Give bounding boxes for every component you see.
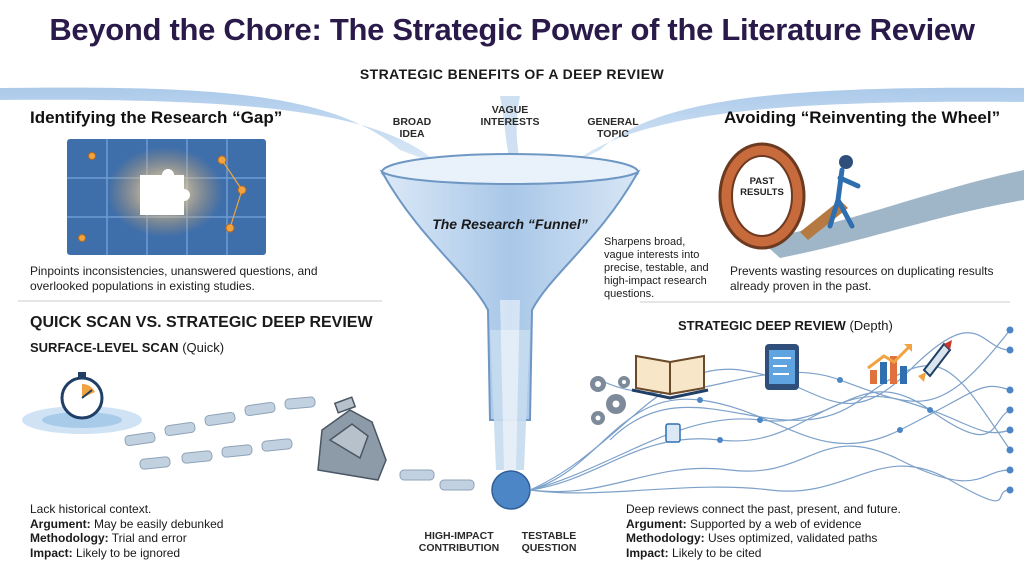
deep-review-line: Impact: Likely to be cited <box>626 545 762 560</box>
deep-review-list: Deep reviews connect the past, present, … <box>626 502 966 560</box>
growth-chart-illustration <box>867 344 912 384</box>
rocket-illustration <box>918 340 952 382</box>
deep-review-line: Argument: Supported by a web of evidence <box>626 516 862 531</box>
quick-scan-line: Methodology: Trial and error <box>30 531 187 545</box>
gears <box>590 376 630 425</box>
gap-heading: Identifying the Research “Gap” <box>30 108 283 127</box>
wheel-description: Prevents wasting resources on duplicatin… <box>730 264 994 293</box>
stream-middle <box>500 96 520 162</box>
book-illustration <box>631 354 709 400</box>
deep-review-heading-bold: STRATEGIC DEEP REVIEW <box>678 318 846 333</box>
quick-scan-line: Impact: Likely to be ignored <box>30 545 181 560</box>
deep-review-line: Methodology: Uses optimized, validated p… <box>626 531 878 545</box>
funnel-note: Sharpens broad, vague interests into pre… <box>604 236 709 300</box>
stepping-stones <box>124 396 475 491</box>
main-title: Beyond the Chore: The Strategic Power of… <box>49 12 975 47</box>
deep-review-heading: STRATEGIC DEEP REVIEW (Depth) <box>678 318 893 333</box>
wheel-illustration <box>718 142 1024 258</box>
quick-scan-heading-rest: (Quick) <box>182 340 225 355</box>
stream-right <box>570 87 1024 165</box>
funnel-label: The Research “Funnel” <box>432 216 588 232</box>
quick-scan-line: Argument: May be easily debunked <box>30 516 224 531</box>
subtitle: STRATEGIC BENEFITS OF A DEEP REVIEW <box>359 66 665 82</box>
broken-wall <box>317 396 387 481</box>
funnel-graphic <box>379 153 641 510</box>
funnel-input-broad-idea: BROAD IDEA <box>392 116 432 140</box>
stopwatch-illustration <box>22 372 142 434</box>
gap-description: Pinpoints inconsistencies, unanswered qu… <box>30 264 318 293</box>
wheel-heading: Avoiding “Reinventing the Wheel” <box>724 108 1001 127</box>
stream-left <box>0 87 440 165</box>
deep-review-line: Deep reviews connect the past, present, … <box>626 502 901 516</box>
quick-scan-list: Lack historical context. Argument: May b… <box>30 502 290 560</box>
funnel-input-vague-interests: VAGUE INTERESTS <box>480 104 540 128</box>
funnel-output-high-impact: HIGH-IMPACT CONTRIBUTION <box>418 530 500 554</box>
tablet-illustration <box>765 344 799 390</box>
network-nodes <box>697 326 1014 494</box>
funnel-input-general-topic: GENERAL TOPIC <box>587 116 639 140</box>
puzzle-illustration <box>67 139 266 255</box>
quick-scan-line: Lack historical context. <box>30 502 152 516</box>
quick-scan-heading: SURFACE-LEVEL SCAN (Quick) <box>30 340 224 355</box>
quick-scan-heading-bold: SURFACE-LEVEL SCAN <box>30 340 179 355</box>
comparison-heading: QUICK SCAN VS. STRATEGIC DEEP REVIEW <box>30 314 373 331</box>
deep-review-heading-rest: (Depth) <box>849 318 893 333</box>
wheel-label: PAST RESULTS <box>740 176 784 198</box>
funnel-output-testable-question: TESTABLE QUESTION <box>521 530 577 554</box>
funnel-output-node <box>491 470 531 510</box>
document-illustration <box>665 423 681 443</box>
